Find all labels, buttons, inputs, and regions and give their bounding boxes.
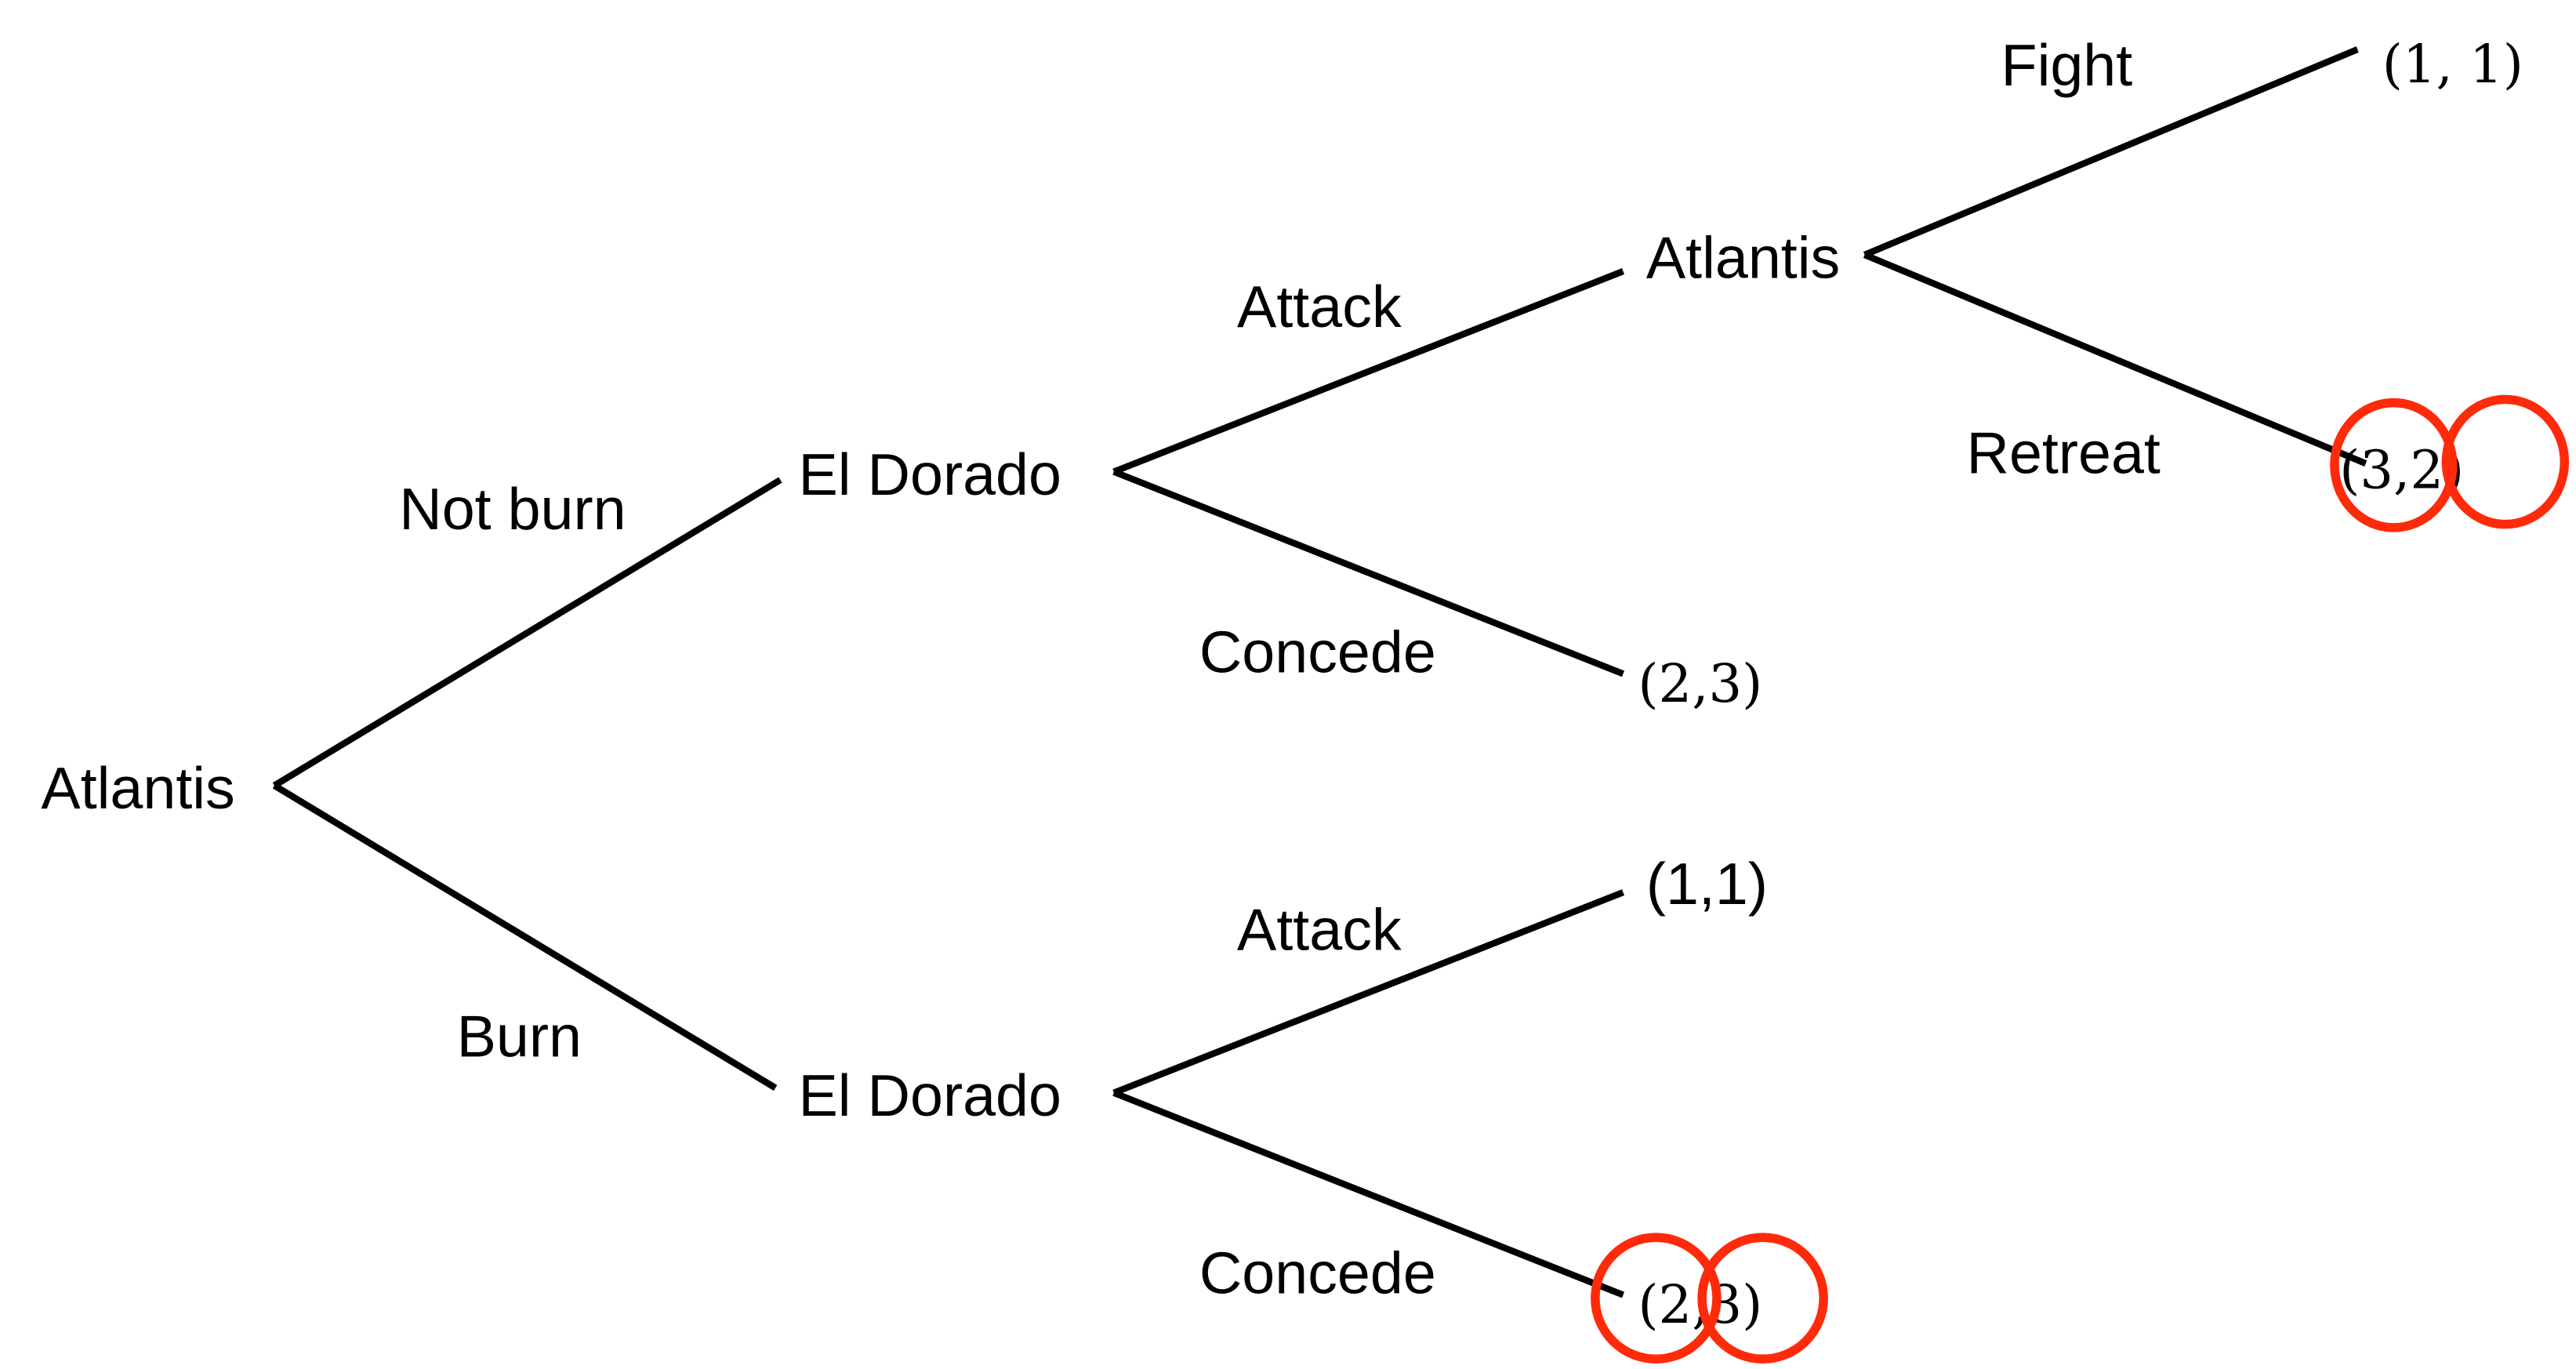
edge-concede-bottom [1112, 1089, 1625, 1298]
highlight-circle-concede-p1 [1591, 1233, 1722, 1364]
highlight-circle-concede-p2 [1697, 1233, 1828, 1364]
action-attack-bottom: Attack [1237, 896, 1402, 962]
node-atlantis-second: Atlantis [1646, 224, 1840, 290]
action-fight: Fight [2001, 32, 2133, 98]
node-el-dorado-bottom: El Dorado [798, 1062, 1061, 1128]
node-el-dorado-top: El Dorado [798, 441, 1061, 507]
highlight-circle-retreat-p1 [2330, 398, 2458, 532]
action-not-burn: Not burn [399, 476, 626, 542]
edge-not-burn [272, 477, 782, 789]
action-concede-bottom: Concede [1199, 1240, 1436, 1305]
node-root: Atlantis [41, 755, 234, 821]
payoff-fight: (1, 1) [2382, 34, 2523, 95]
edge-attack-top [1112, 268, 1625, 475]
edge-concede-top [1112, 468, 1625, 677]
action-burn: Burn [457, 1004, 582, 1069]
edge-attack-bottom [1112, 889, 1625, 1096]
edge-burn [272, 783, 778, 1091]
action-retreat: Retreat [1967, 420, 2161, 486]
highlight-circle-retreat-p2 [2441, 394, 2570, 529]
edge-retreat [1863, 252, 2367, 467]
action-concede-top: Concede [1199, 619, 1436, 684]
payoff-attack-bottom: (1,1) [1646, 851, 1768, 917]
payoff-concede-top: (2,3) [1638, 653, 1762, 714]
action-attack-top: Attack [1237, 274, 1402, 340]
edge-fight [1863, 46, 2359, 258]
